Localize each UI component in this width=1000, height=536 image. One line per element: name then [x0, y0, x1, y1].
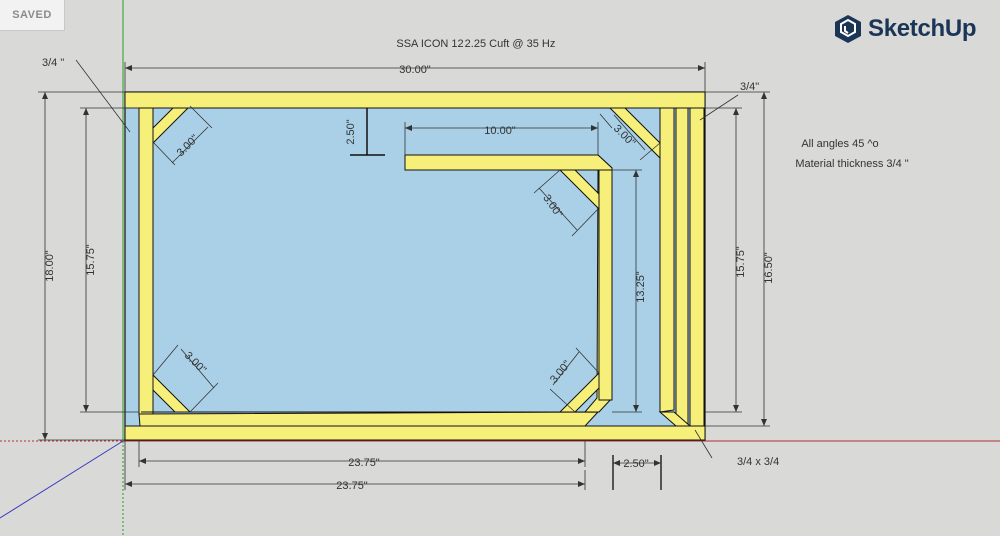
dimension-lines	[38, 59, 770, 490]
port-length-label: 10.00"	[484, 125, 516, 137]
left-inner-panel	[138, 107, 154, 415]
sketchup-logo: SketchUp	[834, 14, 977, 44]
blue-axis	[0, 440, 124, 519]
right-thickness-label: 3/4"	[740, 81, 759, 93]
right-panel-3	[689, 107, 705, 427]
drawing-subtitle: 2.25 Cuft @ 35 Hz	[465, 38, 556, 50]
brace-bottom-right	[558, 371, 600, 413]
port-shelf	[404, 154, 613, 171]
port-height-label: 13.25"	[635, 271, 647, 303]
sketchup-logo-icon	[835, 15, 861, 43]
brace-port	[558, 169, 600, 211]
right-height-label: 16.50"	[763, 252, 775, 284]
right-inner-height-label: 15.75"	[735, 246, 747, 278]
port-wall	[598, 167, 613, 401]
bottom-width-label: 23.75"	[336, 480, 368, 492]
saved-status-badge: SAVED	[0, 0, 65, 31]
port-floor	[138, 411, 600, 427]
top-left-thickness-label: 3/4 "	[42, 57, 64, 69]
wood-panels	[124, 91, 706, 441]
top-width-label: 30.00"	[399, 64, 431, 76]
note-thickness: Material thickness 3/4 "	[795, 158, 908, 170]
top-panel	[124, 91, 706, 109]
brace-bottom-left	[152, 373, 192, 413]
logo-text: SketchUp	[868, 15, 977, 42]
drawing-title: SSA ICON 12	[396, 38, 463, 50]
right-panel-1	[659, 107, 675, 413]
port-offset-label: 2.50"	[345, 119, 357, 144]
brace-top-left	[152, 107, 190, 145]
bottom-inner-width-label: 23.75"	[348, 457, 380, 469]
bottom-panel	[124, 425, 706, 441]
note-angles: All angles 45 ^o	[801, 138, 878, 150]
enclosure-cavity[interactable]	[124, 91, 706, 441]
right-corner-piece	[658, 411, 692, 427]
bottom-port-width-label: 2.50"	[623, 458, 648, 470]
corner-note-label: 3/4 x 3/4	[737, 456, 779, 468]
left-height-label: 18.00"	[44, 250, 56, 282]
dimension-arrows	[42, 65, 767, 487]
left-inner-height-label: 15.75"	[85, 244, 97, 276]
right-panel-2	[675, 107, 689, 427]
